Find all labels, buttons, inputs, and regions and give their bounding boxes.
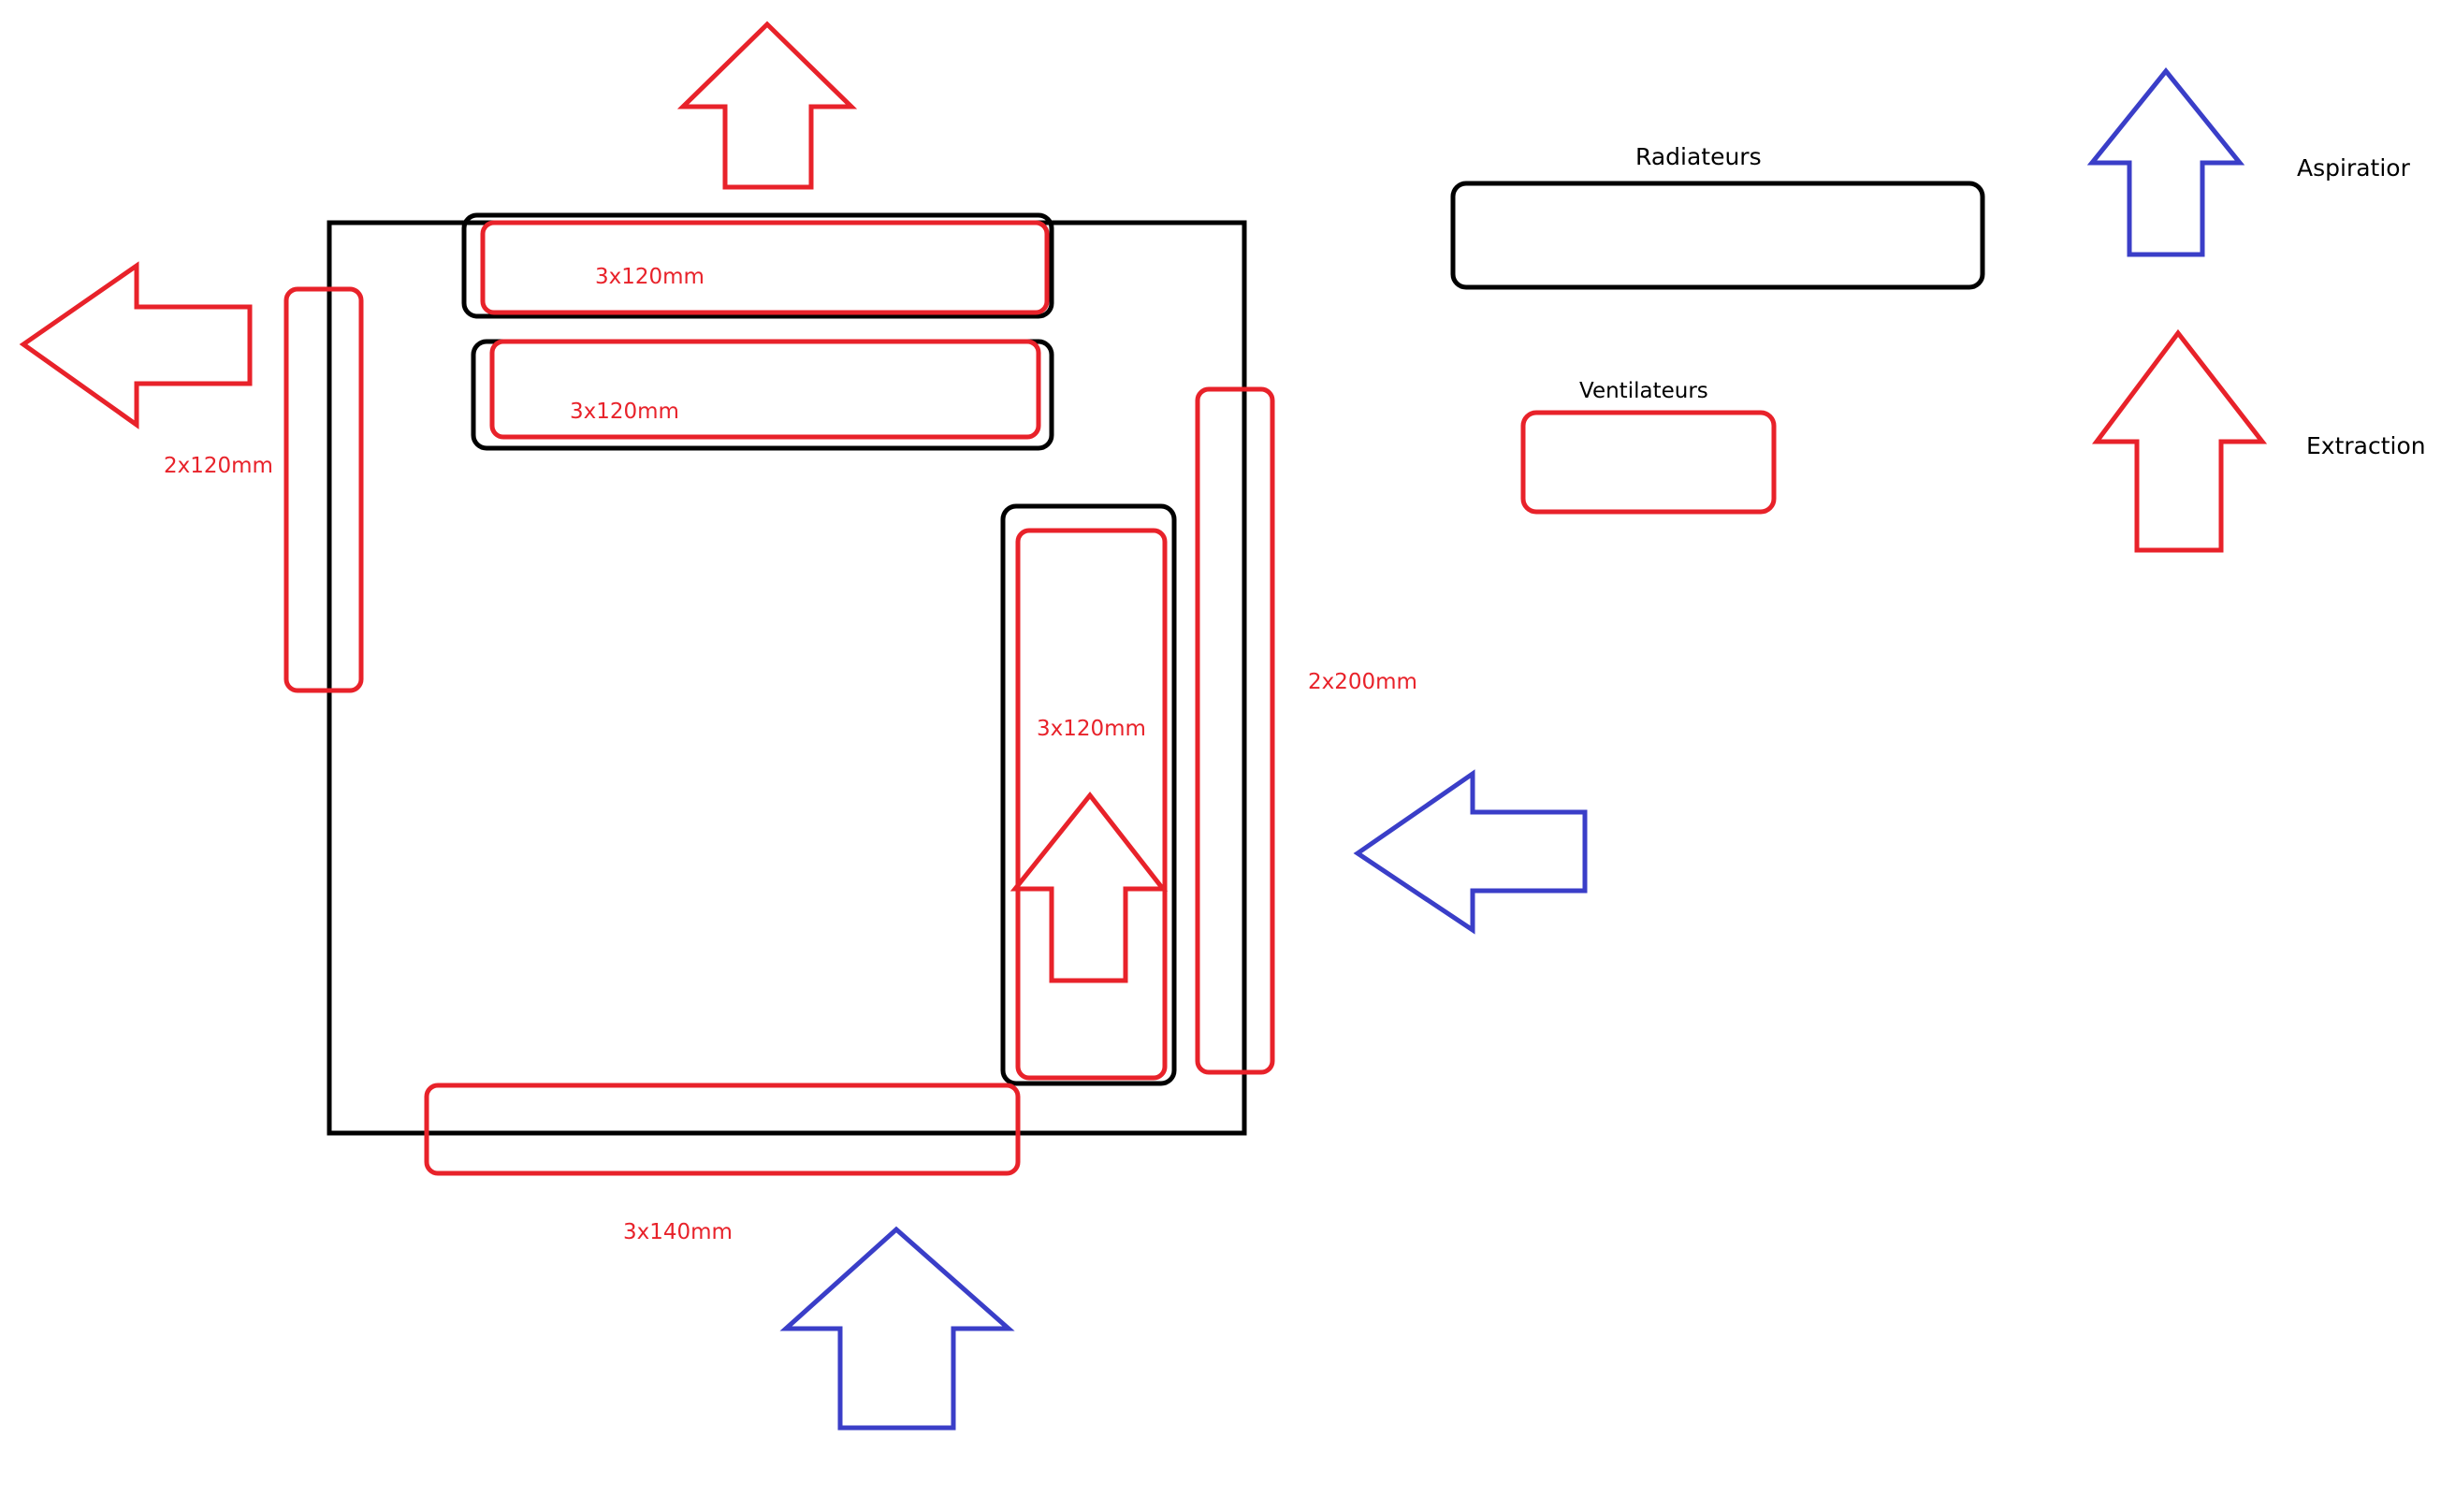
legend-extraction-label: Extraction xyxy=(2306,432,2426,459)
legend-radiator-swatch xyxy=(1450,181,1985,290)
case-outline xyxy=(327,220,1247,1136)
radiator-right-inner xyxy=(1000,503,1177,1086)
label-fan-left: 2x120mm xyxy=(164,454,273,478)
aspiration-arrow-bottom-icon xyxy=(779,1226,1015,1431)
label-fan-right-inner: 3x120mm xyxy=(1037,717,1146,741)
legend-radiator-label: Radiateurs xyxy=(1635,143,1762,170)
legend-extraction-arrow-icon xyxy=(2092,328,2268,553)
legend-aspiration-arrow-icon xyxy=(2086,67,2245,257)
fan-bottom xyxy=(424,1083,1021,1176)
label-fan-top-outer: 3x120mm xyxy=(595,265,705,289)
radiator-top-outer xyxy=(461,212,1054,319)
extraction-arrow-top-icon xyxy=(676,21,858,190)
fan-top-outer xyxy=(480,220,1050,315)
legend-fan-swatch xyxy=(1520,410,1777,515)
fan-right-inner xyxy=(1015,528,1168,1081)
fan-top-inner xyxy=(489,339,1041,440)
label-fan-bottom: 3x140mm xyxy=(623,1220,733,1244)
fan-left xyxy=(283,286,364,693)
extraction-arrow-inner-icon xyxy=(1010,791,1169,983)
fan-right-outer xyxy=(1195,386,1275,1075)
label-fan-top-inner: 3x120mm xyxy=(570,400,679,424)
extraction-arrow-left-icon xyxy=(19,261,253,429)
aspiration-arrow-right-icon xyxy=(1353,769,1588,935)
legend-fan-label: Ventilateurs xyxy=(1579,379,1708,403)
radiator-top-inner xyxy=(471,339,1054,451)
label-fan-right-outer: 2x200mm xyxy=(1308,670,1417,694)
legend-aspiration-label: Aspiratior xyxy=(2297,154,2411,182)
